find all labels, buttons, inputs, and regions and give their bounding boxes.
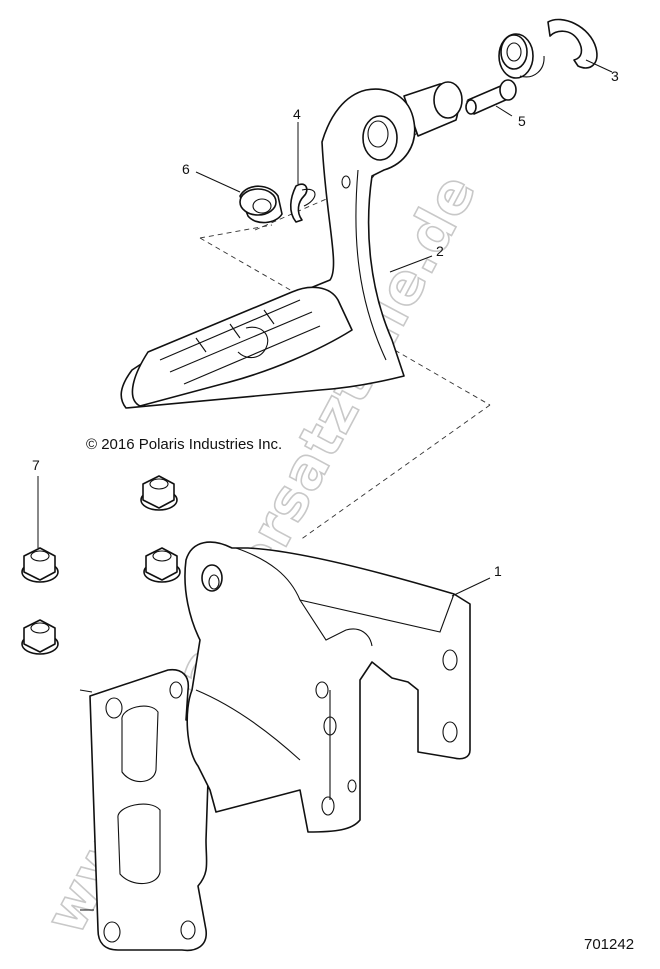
bushing-lower-part: [239, 185, 283, 224]
mounting-bracket-part: [79, 541, 471, 952]
brake-pedal-part: [120, 81, 463, 409]
callout-labels: 1 2 3 4 5 6 7: [32, 68, 619, 579]
hairpin-clip-part: [289, 183, 316, 223]
nut-a: [140, 475, 178, 511]
leader-lines: [37, 59, 613, 597]
callout-3: 3: [611, 68, 619, 84]
flange-nut-part: [21, 475, 181, 655]
callout-2: 2: [436, 243, 444, 259]
figure-number: 701242: [584, 936, 635, 953]
leader-2: [389, 255, 433, 273]
callout-4: 4: [293, 106, 301, 122]
e-clip-part: [547, 18, 598, 69]
callout-1: 1: [494, 563, 502, 579]
leader-1: [451, 577, 491, 597]
nut-b: [21, 547, 59, 583]
nut-d: [21, 619, 59, 655]
callout-7: 7: [32, 457, 40, 473]
callout-5: 5: [518, 113, 526, 129]
callout-6: 6: [182, 161, 190, 177]
nut-c: [143, 547, 181, 583]
bushing-upper-part: [498, 33, 545, 79]
copyright-notice: © 2016 Polaris Industries Inc.: [86, 436, 283, 453]
clevis-pin-part: [465, 79, 517, 115]
leader-5: [495, 105, 513, 117]
leader-3: [585, 59, 613, 73]
leader-6: [195, 171, 241, 193]
